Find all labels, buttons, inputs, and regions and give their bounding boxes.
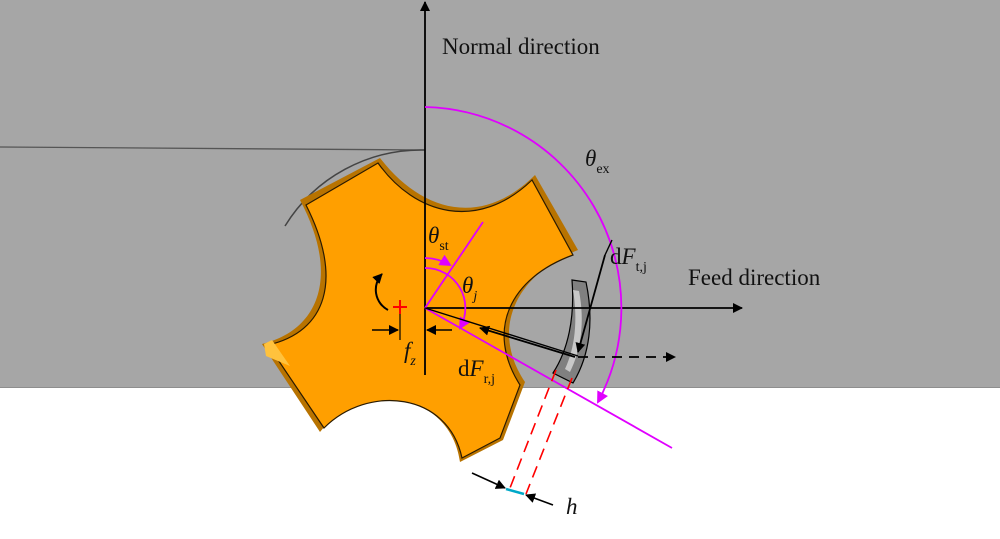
previous-cut-arc [284, 149, 426, 227]
theta-j-label: θj [462, 273, 477, 304]
dFr-arrow [479, 325, 576, 358]
theta-ex-arc [424, 106, 623, 404]
cutter-body [267, 162, 574, 459]
theta-j-arc [424, 267, 471, 330]
dFt-label: dFt,j [610, 244, 647, 275]
fz-label: fz [404, 338, 416, 369]
h-arrow-left [471, 472, 506, 489]
h-label: h [566, 494, 578, 519]
previous-center-mark [393, 300, 407, 314]
dimension-line-left [509, 369, 557, 489]
dimension-line-right [525, 377, 573, 495]
flute-highlight-left [264, 340, 290, 366]
theta-st-label: θst [428, 223, 449, 254]
resultant-line [424, 307, 579, 357]
normal-direction-label: Normal direction [442, 34, 600, 59]
h-arrow-right [525, 493, 554, 506]
workpiece-upper-edge [0, 146, 426, 151]
feed-direction-label: Feed direction [688, 265, 821, 290]
cutter-tool [262, 158, 578, 462]
dFt-leader [604, 239, 613, 256]
theta-j-line [424, 307, 673, 449]
dFt-arrow [575, 254, 606, 353]
theta-st-line [424, 221, 484, 309]
rotation-arrow [372, 273, 389, 311]
theta-st-arc [424, 254, 452, 267]
dFr-label: dFr,j [458, 356, 495, 387]
chip-thickness-mark [505, 487, 525, 496]
theta-ex-label: θex [585, 146, 610, 177]
